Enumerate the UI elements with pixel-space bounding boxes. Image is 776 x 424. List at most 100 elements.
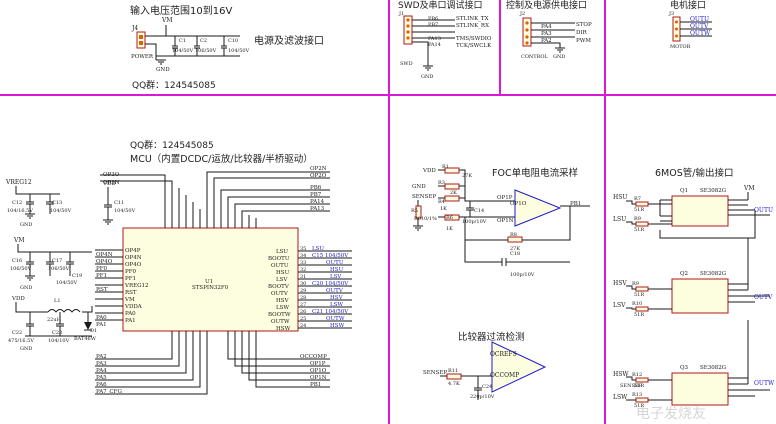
net-label: PB7	[310, 192, 322, 198]
ls-input: LSW	[613, 394, 628, 401]
r11-ref: R11	[448, 368, 458, 374]
swd-net: TMS/SWDIO	[456, 36, 492, 42]
net-label: OP1N	[310, 375, 327, 381]
vm-caps-wiring	[17, 244, 92, 281]
pin-number: 29	[300, 288, 306, 294]
mcu-right-pins: LSU BOOTU OUTU HSU LSV BOOTV OUTV HSV LS…	[268, 246, 352, 332]
pin-name: LSW	[276, 305, 289, 311]
c24-ref: C24	[482, 384, 492, 390]
c22-ref: C22	[12, 330, 22, 336]
pin-name: OUTW	[271, 319, 290, 325]
pin-name: LSU	[276, 249, 288, 255]
gnd-label: GND	[20, 285, 32, 291]
mosfet-package[interactable]	[671, 372, 729, 406]
pin-number: 27	[300, 302, 306, 308]
motor-pin	[675, 34, 678, 38]
power-connector[interactable]	[136, 31, 146, 49]
out-net: OUTV	[754, 294, 773, 301]
r-val: 51R	[634, 383, 644, 389]
power-wiring	[145, 25, 240, 60]
r-ref: R7	[634, 196, 641, 202]
pin-number: 30	[300, 281, 306, 287]
pin-number: 33	[300, 260, 306, 266]
swd-pin	[406, 24, 410, 28]
c16-val: 106/50V	[10, 266, 32, 272]
foc-wiring	[413, 169, 590, 266]
voltage-note: 输入电压范围10到16V	[130, 4, 232, 17]
sensep-label: SENSEP	[620, 383, 643, 389]
net-label: OP1P	[310, 361, 326, 367]
pin-number: 31	[300, 274, 306, 280]
mos-section: 6MOS管/输出接口 VM Q1 SE3082G HSU LSU R7 51R …	[613, 167, 775, 409]
pin-name: PF0	[125, 269, 137, 275]
net-label: OP4O	[96, 259, 113, 265]
gnd-label: GND	[20, 222, 32, 228]
swd-title: SWD及串口调试接口	[398, 0, 483, 11]
comparator-symbol[interactable]	[491, 341, 547, 393]
d1-val: BAT46W	[74, 336, 97, 342]
r6-val: 1K	[446, 226, 453, 232]
pin-number: 35	[300, 246, 306, 252]
c17-val: 106/50V	[48, 266, 70, 272]
pin-number: 32	[300, 267, 306, 273]
watermark: 电子发烧友	[636, 406, 706, 422]
comparator-title: 比较器过流检测	[458, 331, 525, 343]
control-connector[interactable]	[522, 17, 532, 47]
mosfet-package[interactable]	[671, 278, 729, 314]
c11-ref: C11	[114, 200, 124, 206]
gate-resistor	[635, 397, 649, 403]
qq-group-mcu: QQ群：124545085	[130, 139, 214, 151]
diode-d1	[84, 322, 92, 330]
sensep-label: SENSEP	[412, 194, 436, 200]
net-label: C15 104/50V	[312, 253, 349, 259]
mcu-top-pins: OP3O OP3N OP2N OP2O PB6 PB7 PA14 PA13	[100, 166, 330, 228]
swd-connector[interactable]	[403, 15, 413, 45]
control-pin	[525, 28, 529, 32]
connector-pin	[139, 35, 143, 39]
qq-group-top: QQ群：124545085	[132, 79, 216, 91]
mosfet-package[interactable]	[671, 195, 729, 227]
mcu-support-components: VREG12 C12 104/16.5V C13 104/50V GND VDD…	[5, 179, 136, 352]
opamp-op1[interactable]	[514, 189, 562, 227]
r3-ref: R3	[438, 180, 445, 186]
dcdc-wiring	[15, 302, 93, 337]
opamp-pin: OP1N	[497, 218, 514, 224]
connector-pin	[139, 41, 143, 45]
pin-name: OUTU	[271, 263, 289, 269]
net-label: OP2O	[310, 173, 327, 179]
comparator-wiring	[440, 375, 492, 400]
q-ref: Q1	[680, 188, 688, 194]
c18-val: 100p/10V	[510, 272, 535, 278]
pin-number: 28	[300, 295, 306, 301]
vm-label: VM	[161, 17, 172, 24]
resistor-r11[interactable]	[446, 373, 462, 380]
resistor-r4[interactable]	[444, 195, 460, 202]
pin-name: BOOTU	[268, 256, 290, 262]
r-val: 51R	[634, 403, 644, 409]
c13-ref: C13	[52, 200, 62, 206]
d1-ref: D1	[90, 328, 97, 334]
control-net: STOP	[576, 22, 592, 28]
net-label: OP3N	[103, 180, 120, 186]
mcu-section: QQ群：124545085 MCU（内置DCDC/运放/比较器/半桥驱动） U1…	[5, 139, 352, 395]
swd-ref: J1	[398, 11, 404, 17]
net-label: OUTW	[326, 316, 345, 322]
c23-val: 104/10V	[48, 338, 70, 344]
control-pin-label: PA4	[541, 24, 552, 30]
r3-val: 2K	[450, 190, 457, 196]
net-label: PA5	[96, 375, 107, 381]
gate-resistor	[635, 286, 649, 292]
mcu-chip[interactable]	[122, 227, 299, 332]
net-label: C21 104/50V	[312, 309, 349, 315]
net-label: PA1	[96, 322, 107, 328]
inductor-l1	[47, 309, 81, 313]
c2-ref: C2	[200, 38, 207, 44]
vm-label: VM	[743, 185, 754, 192]
net-label: PA3	[96, 361, 107, 367]
gate-resistor	[635, 221, 649, 227]
resistor-r3[interactable]	[444, 183, 460, 190]
motor-pin	[675, 27, 678, 31]
pin-number: 26	[300, 309, 306, 315]
net-label: LSU	[312, 246, 324, 252]
pin-name: OP4O	[125, 262, 142, 268]
